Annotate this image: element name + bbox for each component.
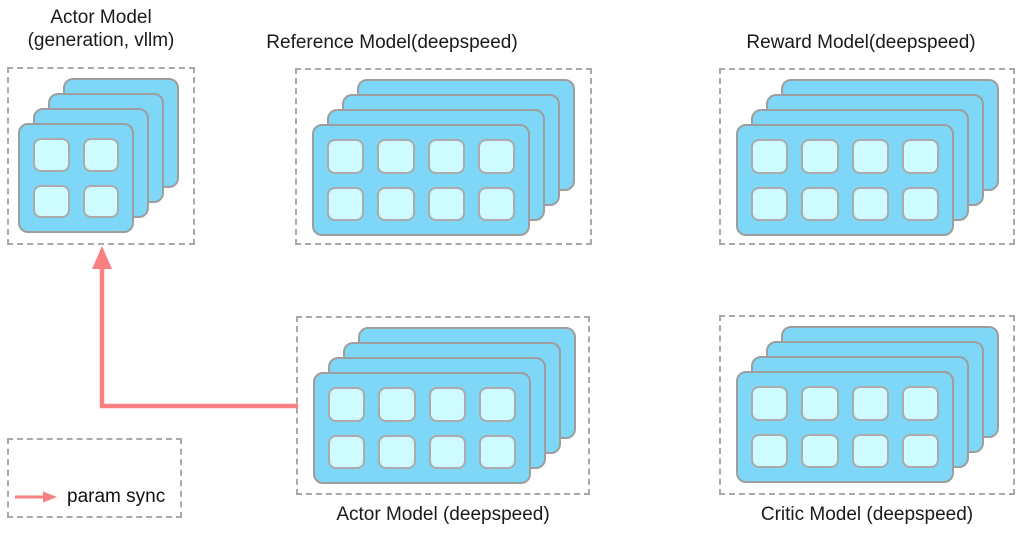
param-sync-arrow-icon: [15, 491, 57, 503]
critic-model-box: [719, 315, 1015, 495]
gpu-cell: [427, 139, 465, 174]
gpu-cell: [478, 434, 516, 469]
gpu-cell: [478, 387, 516, 422]
actor-vllm-title-line2: (generation, vllm): [27, 30, 175, 52]
legend-label: param sync: [67, 486, 166, 507]
reference-model-gpu-stack: [297, 70, 590, 243]
gpu-cell: [851, 386, 889, 421]
gpu-node-card: [736, 124, 954, 236]
legend-row: param sync: [14, 486, 165, 508]
actor-deepspeed-title: Actor Model (deepspeed): [336, 504, 550, 525]
gpu-node-card: [312, 124, 530, 236]
gpu-cell: [327, 139, 365, 174]
reference-model-title: Reference Model(deepspeed): [266, 32, 518, 53]
gpu-cell: [851, 433, 889, 468]
gpu-node-card: [736, 371, 954, 483]
gpu-cell: [801, 139, 839, 174]
gpu-cell: [901, 433, 939, 468]
gpu-cell: [801, 186, 839, 221]
actor-deepspeed-gpu-stack: [298, 318, 588, 493]
gpu-cell: [751, 186, 789, 221]
gpu-cell: [33, 184, 70, 218]
actor-vllm-title: Actor Model (generation, vllm): [0, 6, 202, 52]
gpu-cell: [901, 139, 939, 174]
reward-model-box: [719, 68, 1015, 245]
gpu-cell: [377, 186, 415, 221]
legend-box: param sync: [7, 438, 182, 518]
gpu-cell: [901, 186, 939, 221]
gpu-node-card: [313, 372, 531, 484]
gpu-node-card: [18, 123, 134, 233]
gpu-cell: [378, 434, 416, 469]
gpu-cell: [378, 387, 416, 422]
gpu-cell: [82, 138, 119, 172]
gpu-cell: [328, 434, 366, 469]
gpu-cell: [801, 386, 839, 421]
gpu-cell: [751, 433, 789, 468]
gpu-cell: [377, 139, 415, 174]
gpu-cell: [327, 186, 365, 221]
gpu-cell: [851, 139, 889, 174]
actor-vllm-box: [7, 67, 195, 245]
gpu-cell: [427, 186, 465, 221]
gpu-cell: [328, 387, 366, 422]
critic-model-title: Critic Model (deepspeed): [760, 504, 974, 525]
gpu-cell: [751, 386, 789, 421]
gpu-cell: [801, 433, 839, 468]
gpu-cell: [477, 139, 515, 174]
reward-model-gpu-stack: [721, 70, 1013, 243]
gpu-cell: [33, 138, 70, 172]
critic-model-gpu-stack: [721, 317, 1013, 493]
gpu-cell: [751, 139, 789, 174]
gpu-cell: [477, 186, 515, 221]
gpu-cell: [851, 186, 889, 221]
actor-deepspeed-box: [296, 316, 590, 495]
gpu-cell: [428, 434, 466, 469]
gpu-cell: [901, 386, 939, 421]
reference-model-box: [295, 68, 592, 245]
gpu-cell: [82, 184, 119, 218]
actor-vllm-title-line1: Actor Model: [50, 7, 152, 28]
gpu-cell: [428, 387, 466, 422]
actor-vllm-gpu-stack: [9, 69, 193, 243]
reward-model-title: Reward Model(deepspeed): [746, 32, 976, 53]
